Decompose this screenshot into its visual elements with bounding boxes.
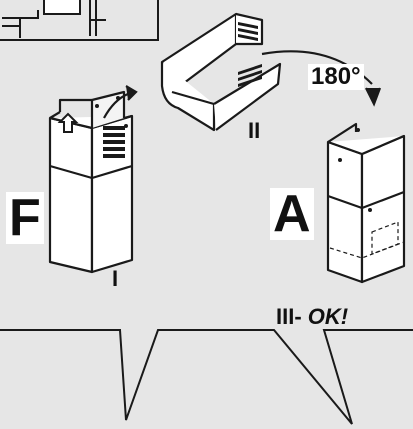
step-iii-prefix: III- [276,304,302,329]
cutout-outline-icon [329,221,405,259]
label-a: A [270,188,314,240]
callout-outline [0,329,413,425]
upward-arrow-icon [57,112,79,133]
label-f: F [6,192,44,244]
fastener-dots-icon [95,96,128,128]
fastener-dots-icon [338,128,372,212]
step-i-label: I [112,266,119,291]
arrow-icon [103,85,138,119]
grille-icon [103,126,125,158]
chimney-duct-iii-icon [326,122,406,284]
ok-text: OK! [307,304,349,329]
open-duct-ii-icon [160,12,282,132]
step-iii-label: III- OK! [276,306,348,328]
kitchen-scene-icon [0,0,159,41]
step-ii-label: II [248,118,261,143]
grille-icon [238,22,262,87]
rotation-label: 180° [308,64,364,90]
